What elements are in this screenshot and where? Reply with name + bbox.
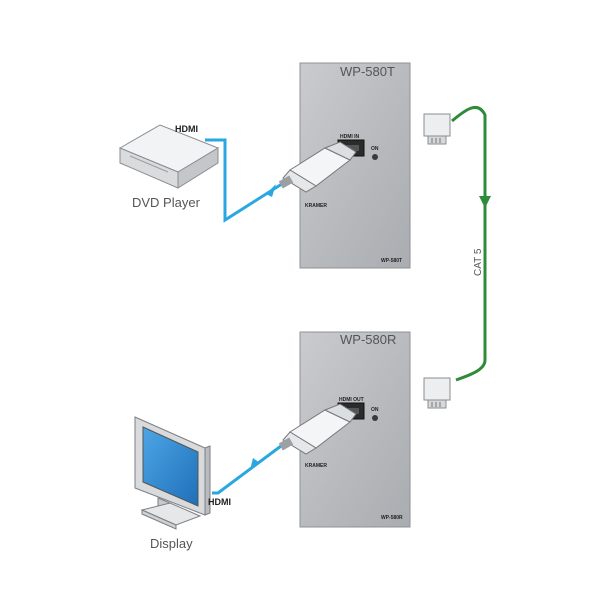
dvd-player-icon [118,124,220,189]
transmitter-led-label: ON [371,146,379,152]
receiver-model-label: WP-580R [340,332,396,347]
receiver-plate-model: WP-580R [381,515,403,521]
display-label: Display [150,536,193,551]
transmitter-model-label: WP-580T [340,64,395,79]
rj45-connector-bottom [423,377,451,409]
hdmi-plug-transmitter [278,141,357,193]
sink-hdmi-label: HDMI [208,497,231,507]
cat5-label: CAT 5 [473,248,484,276]
power-led [372,415,378,421]
arrow-left-icon [250,458,260,470]
receiver-brand: KRAMER [305,463,327,469]
power-led [372,154,378,160]
receiver-led-label: ON [371,407,379,413]
receiver-port-label: HDMI OUT [339,397,364,403]
hdmi-cable-sink [212,441,286,495]
display-monitor-icon [134,416,211,530]
source-hdmi-label: HDMI [175,124,198,134]
cat5-cable [451,105,491,382]
arrow-right-icon [266,184,276,197]
rj45-connector-top [423,113,451,145]
transmitter-port-label: HDMI IN [340,134,360,140]
transmitter-plate-model: WP-580T [381,258,402,264]
transmitter-brand: KRAMER [305,203,327,209]
hdmi-plug-receiver [278,403,357,455]
dvd-player-label: DVD Player [132,195,201,210]
hdmi-cable-source [205,138,286,223]
arrow-down-icon [479,196,491,208]
